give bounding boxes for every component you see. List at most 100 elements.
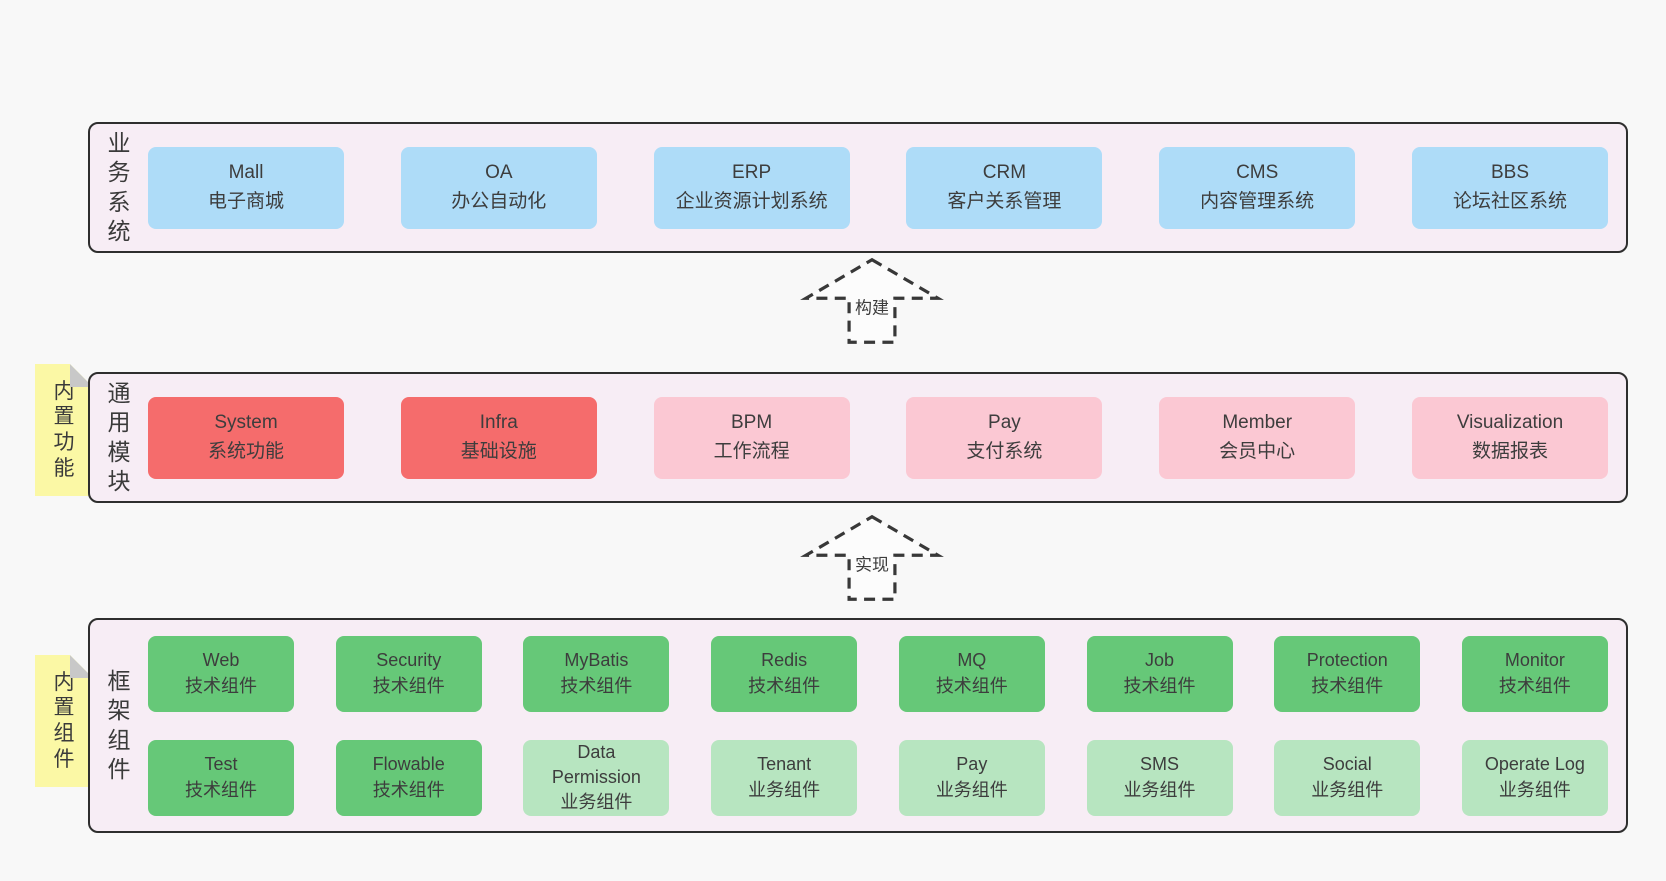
box-name: OA — [485, 162, 513, 183]
box-name: ERP — [732, 162, 772, 183]
common-modules-side-label: 通用模块 — [90, 374, 148, 501]
box-desc: 技术组件 — [372, 779, 445, 800]
box-name: Web — [202, 650, 240, 671]
box-desc: 业务组件 — [560, 792, 633, 813]
box-name: Visualization — [1456, 412, 1564, 433]
box-name: Monitor — [1504, 650, 1565, 671]
box-name: Flowable — [372, 754, 445, 775]
box-bpm: BPM 工作流程 — [653, 396, 850, 479]
box-name: Security — [376, 650, 442, 671]
box-data-permission: Data Permission 业务组件 — [523, 739, 670, 816]
box-name: CMS — [1236, 162, 1279, 183]
box-desc: 会员中心 — [1219, 440, 1296, 462]
box-desc: 办公自动化 — [451, 190, 547, 212]
box-name: Member — [1222, 412, 1293, 433]
box-name: MQ — [957, 650, 987, 671]
box-name: Test — [204, 754, 238, 775]
box-name: Data Permission — [551, 741, 641, 787]
box-flowable: Flowable 技术组件 — [335, 739, 482, 816]
box-tenant: Tenant 业务组件 — [711, 739, 858, 816]
box-name: Job — [1145, 650, 1175, 671]
business-systems-side-label: 业务系统 — [90, 124, 148, 251]
box-name: Social — [1322, 754, 1372, 775]
box-name: Protection — [1306, 650, 1388, 671]
box-desc: 论坛社区系统 — [1452, 190, 1567, 212]
box-desc: 企业资源计划系统 — [675, 190, 828, 212]
box-mall: Mall 电子商城 — [148, 146, 344, 229]
side-label-text: 业务系统 — [107, 130, 131, 244]
box-monitor: Monitor 技术组件 — [1461, 635, 1608, 712]
box-pay: Pay 支付系统 — [906, 396, 1103, 479]
box-oa: OA 办公自动化 — [400, 146, 597, 229]
box-desc: 技术组件 — [185, 675, 257, 696]
box-name: System — [214, 412, 278, 433]
box-desc: 客户关系管理 — [947, 190, 1062, 212]
box-mybatis: MyBatis 技术组件 — [523, 635, 670, 712]
box-desc: 业务组件 — [1498, 779, 1571, 800]
box-name: Redis — [761, 650, 808, 671]
side-label-text: 框架组件 — [107, 668, 131, 782]
built-in-components-note: 内置组件 — [35, 655, 93, 787]
modules-boxes-row: System 系统功能 Infra 基础设施 BPM 工作流程 Pay 支付系统… — [148, 396, 1608, 479]
components-row-1: Web 技术组件 Security 技术组件 MyBatis 技术组件 Redi… — [148, 635, 1608, 712]
common-modules-panel: 通用模块 System 系统功能 Infra 基础设施 BPM 工作流程 Pay… — [88, 372, 1628, 503]
box-name: Tenant — [757, 754, 812, 775]
business-systems-panel: 业务系统 Mall 电子商城 OA 办公自动化 ERP 企业资源计划系统 CRM… — [88, 122, 1628, 253]
box-test: Test 技术组件 — [148, 739, 294, 816]
box-desc: 电子商城 — [207, 190, 284, 212]
box-pay-component: Pay 业务组件 — [898, 739, 1045, 816]
box-name: Pay — [988, 412, 1021, 433]
box-desc: 业务组件 — [748, 779, 821, 800]
box-desc: 基础设施 — [460, 440, 537, 462]
box-bbs: BBS 论坛社区系统 — [1411, 146, 1608, 229]
business-boxes-row: Mall 电子商城 OA 办公自动化 ERP 企业资源计划系统 CRM 客户关系… — [148, 146, 1608, 229]
box-desc: 系统功能 — [207, 440, 284, 462]
box-desc: 技术组件 — [185, 779, 257, 800]
box-cms: CMS 内容管理系统 — [1159, 146, 1356, 229]
components-row-2: Test 技术组件 Flowable 技术组件 Data Permission … — [148, 739, 1608, 816]
box-desc: 业务组件 — [1311, 779, 1384, 800]
note-label: 内置组件 — [53, 670, 75, 771]
box-name: Operate Log — [1484, 754, 1585, 775]
box-desc: 技术组件 — [1498, 675, 1571, 696]
box-operate-log: Operate Log 业务组件 — [1461, 739, 1608, 816]
box-desc: 业务组件 — [935, 779, 1008, 800]
box-desc: 技术组件 — [560, 675, 633, 696]
box-name: CRM — [982, 162, 1027, 183]
build-arrow: 构建 — [797, 257, 947, 345]
box-sms: SMS 业务组件 — [1086, 739, 1233, 816]
box-name: BBS — [1490, 162, 1529, 183]
box-name: Pay — [956, 754, 988, 775]
implement-arrow: 实现 — [797, 514, 947, 602]
box-protection: Protection 技术组件 — [1274, 635, 1421, 712]
box-erp: ERP 企业资源计划系统 — [653, 146, 850, 229]
box-desc: 支付系统 — [966, 440, 1043, 462]
implement-arrow-label: 实现 — [855, 555, 889, 575]
build-arrow-label: 构建 — [855, 298, 889, 318]
dashed-up-arrow-icon — [800, 257, 944, 344]
box-desc: 内容管理系统 — [1200, 190, 1315, 212]
box-name: BPM — [731, 412, 773, 433]
box-social: Social 业务组件 — [1274, 739, 1421, 816]
box-mq: MQ 技术组件 — [898, 635, 1045, 712]
box-desc: 业务组件 — [1123, 779, 1196, 800]
framework-components-side-label: 框架组件 — [90, 620, 148, 831]
box-name: Mall — [228, 162, 264, 183]
box-name: Infra — [479, 412, 518, 433]
box-infra: Infra 基础设施 — [400, 396, 597, 479]
box-system: System 系统功能 — [148, 396, 344, 479]
box-name: SMS — [1140, 754, 1180, 775]
box-desc: 技术组件 — [1123, 675, 1196, 696]
box-visualization: Visualization 数据报表 — [1411, 396, 1608, 479]
box-desc: 技术组件 — [1311, 675, 1384, 696]
box-desc: 技术组件 — [748, 675, 821, 696]
box-crm: CRM 客户关系管理 — [906, 146, 1103, 229]
box-desc: 数据报表 — [1471, 440, 1548, 462]
dashed-up-arrow-icon — [800, 514, 944, 601]
side-label-text: 通用模块 — [107, 380, 131, 494]
box-member: Member 会员中心 — [1159, 396, 1356, 479]
common-modules-content: System 系统功能 Infra 基础设施 BPM 工作流程 Pay 支付系统… — [148, 374, 1626, 501]
business-systems-content: Mall 电子商城 OA 办公自动化 ERP 企业资源计划系统 CRM 客户关系… — [148, 124, 1626, 251]
box-name: MyBatis — [564, 650, 629, 671]
box-redis: Redis 技术组件 — [711, 635, 858, 712]
